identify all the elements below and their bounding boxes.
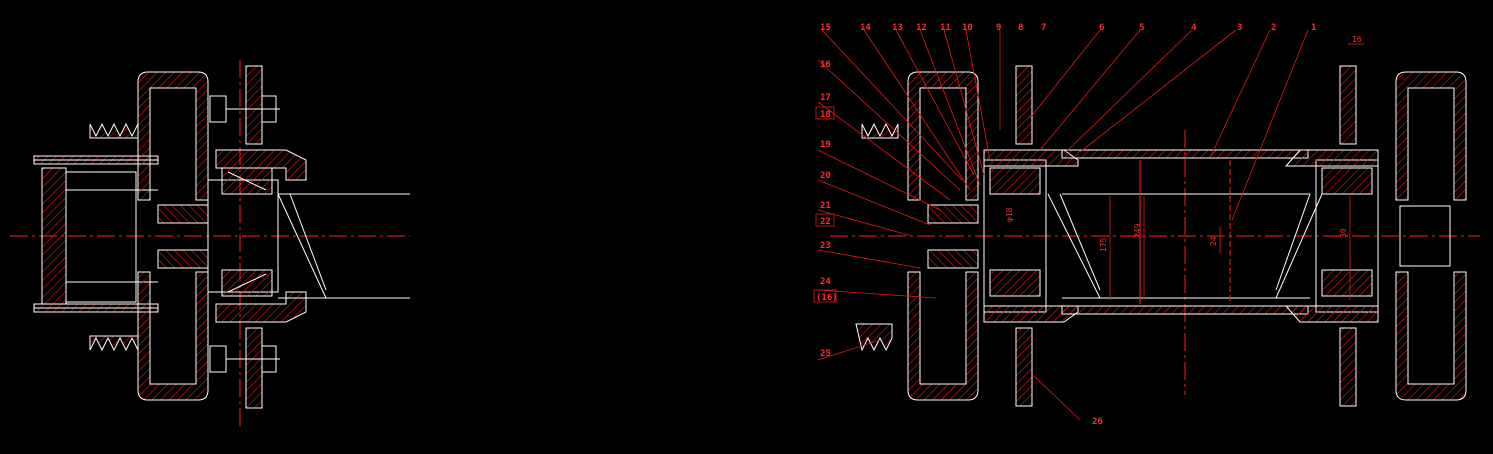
part-label-9: 9 — [996, 23, 1001, 33]
dim-bore: φ18 — [1005, 207, 1014, 222]
part-label-8: 8 — [1018, 23, 1023, 33]
dim-30: 30 — [1339, 228, 1348, 238]
part-label-17: 17 — [820, 93, 831, 103]
left-bearing-top — [221, 167, 273, 195]
left-v-belt-groove-bottom — [89, 335, 139, 352]
part-label-19: 19 — [820, 140, 831, 150]
part-label-10: 10 — [962, 23, 973, 33]
part-label-7: 7 — [1041, 23, 1046, 33]
part-label-6: 6 — [1099, 23, 1104, 33]
left-assembly-view — [10, 60, 410, 430]
part-label-16: 16 — [820, 60, 831, 70]
dim-24: 24 — [1209, 236, 1218, 246]
part-label-24b: (16) — [816, 293, 838, 303]
part-number-labels: 1 2 3 4 5 6 7 8 9 10 11 12 13 14 15 16 1… — [813, 23, 1316, 427]
right-view-left-wheel-top — [907, 71, 979, 201]
dim-249: 249 — [1133, 223, 1142, 238]
part-label-26: 26 — [1092, 417, 1103, 427]
part-label-15: 15 — [820, 23, 831, 33]
left-pulley-hub — [41, 167, 67, 305]
leader-lines — [817, 29, 1309, 421]
dim-top: 16 — [1352, 35, 1362, 44]
part-label-22: 22 — [820, 217, 831, 227]
part-label-25: 25 — [820, 349, 831, 359]
right-view-right-wheel-top — [1395, 71, 1467, 201]
right-view-right-wheel-bottom — [1395, 271, 1467, 401]
part-label-21: 21 — [820, 201, 831, 211]
part-label-13: 13 — [892, 23, 903, 33]
part-label-2: 2 — [1271, 23, 1276, 33]
part-label-23: 23 — [820, 241, 831, 251]
left-wheel-rim-bottom — [137, 271, 209, 401]
central-tube-top-wall — [1061, 149, 1309, 159]
right-assembly-view — [830, 65, 1480, 407]
dim-175: 175 — [1099, 237, 1108, 252]
dimension-lines — [1109, 43, 1364, 300]
part-label-20: 20 — [820, 171, 831, 181]
left-wheel-rim-top — [137, 71, 209, 201]
part-label-24: 24 — [820, 277, 831, 287]
dimension-labels: 16 φ18 175 249 24 30 — [1005, 35, 1362, 252]
right-view-left-wheel-bottom — [907, 271, 979, 401]
part-label-4: 4 — [1191, 23, 1197, 33]
part-label-1: 1 — [1311, 23, 1316, 33]
part-label-12: 12 — [916, 23, 927, 33]
central-tube-bottom-wall — [1061, 305, 1309, 315]
part-label-18: 18 — [820, 110, 831, 120]
part-label-11: 11 — [940, 23, 951, 33]
part-label-14: 14 — [860, 23, 871, 33]
part-label-5: 5 — [1139, 23, 1144, 33]
part-label-3: 3 — [1237, 23, 1242, 33]
left-v-belt-groove-top — [89, 122, 139, 139]
